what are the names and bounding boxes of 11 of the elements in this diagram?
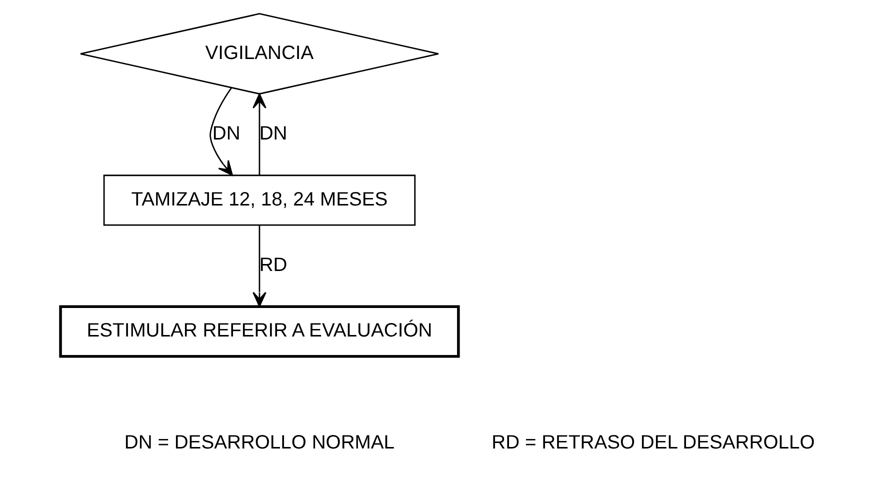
node-box: ESTIMULAR REFERIR A EVALUACIÓN <box>59 305 460 358</box>
edge-label: RD <box>259 254 288 276</box>
label: DN = DESARROLLO NORMAL <box>124 432 395 454</box>
label: RD = RETRASO DEL DESARROLLO <box>492 432 815 454</box>
edge-label: DN <box>212 122 240 145</box>
node-diamond: VIGILANCIA <box>80 13 440 95</box>
arrow <box>252 93 266 176</box>
arrow <box>210 87 233 176</box>
node-box: TAMIZAJE 12, 18, 24 MESES <box>103 174 416 226</box>
arrow <box>252 225 266 307</box>
edge-label: DN <box>259 122 288 145</box>
